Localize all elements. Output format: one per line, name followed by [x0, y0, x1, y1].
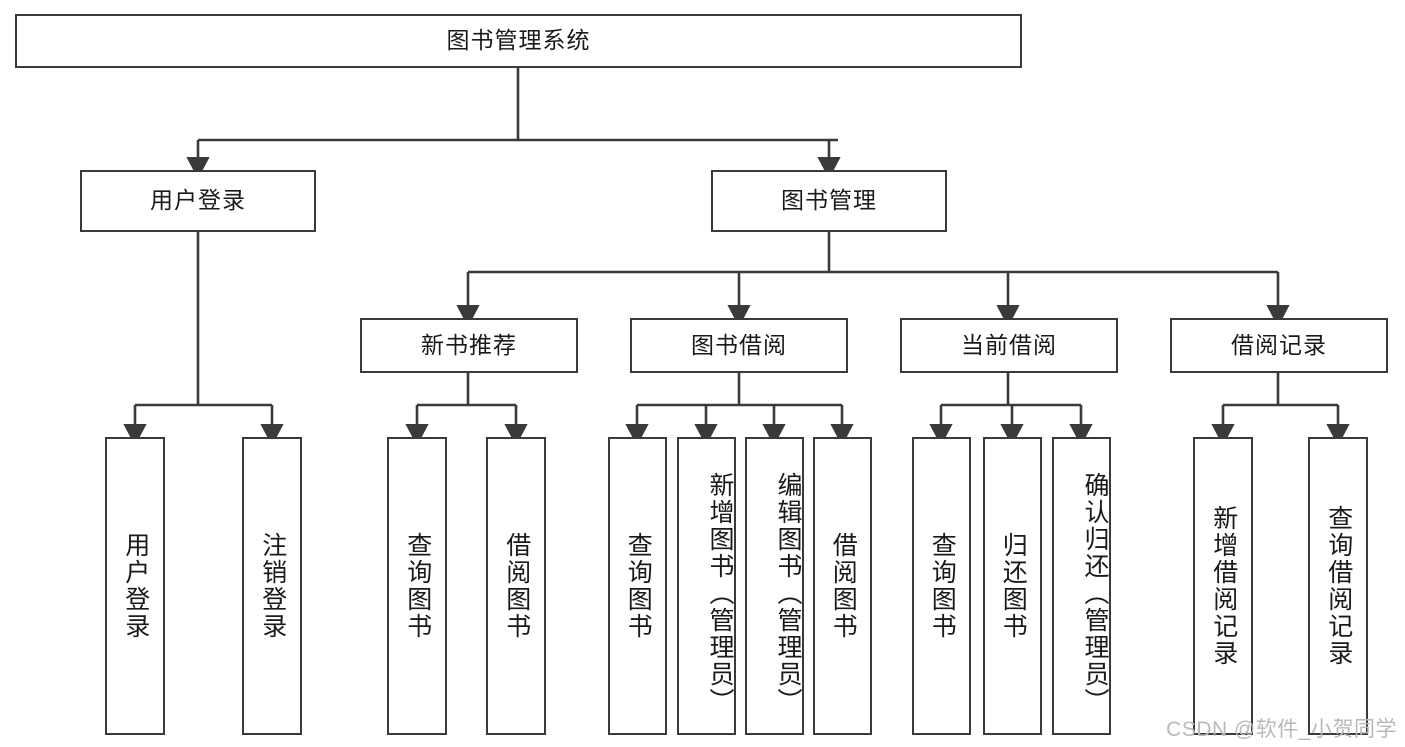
node-book-borrow[interactable]: 图书借阅 [630, 318, 848, 373]
node-new-book-rec[interactable]: 新书推荐 [360, 318, 578, 373]
node-leaf-return-book[interactable]: 归还图书 [983, 437, 1042, 735]
node-leaf-query-record[interactable]: 查询借阅记录 [1308, 437, 1368, 735]
node-leaf-borrow-book-2[interactable]: 借阅图书 [813, 437, 872, 735]
node-leaf-user-login[interactable]: 用户登录 [105, 437, 165, 735]
node-leaf-borrow-book-1[interactable]: 借阅图书 [486, 437, 546, 735]
node-root[interactable]: 图书管理系统 [15, 14, 1022, 68]
node-leaf-confirm-return[interactable]: 确认归还（管理员） [1052, 437, 1111, 735]
node-leaf-edit-book[interactable]: 编辑图书（管理员） [745, 437, 804, 735]
node-leaf-add-record[interactable]: 新增借阅记录 [1193, 437, 1253, 735]
node-borrow-record[interactable]: 借阅记录 [1170, 318, 1388, 373]
csdn-watermark: CSDN @软件_小贺同学 [1166, 718, 1397, 741]
node-leaf-add-book[interactable]: 新增图书（管理员） [677, 437, 736, 735]
node-current-borrow[interactable]: 当前借阅 [900, 318, 1118, 373]
node-leaf-query-book-1[interactable]: 查询图书 [387, 437, 447, 735]
node-leaf-user-logout[interactable]: 注销登录 [242, 437, 302, 735]
node-leaf-query-book-2[interactable]: 查询图书 [608, 437, 667, 735]
node-user-login[interactable]: 用户登录 [80, 170, 316, 232]
node-book-manage[interactable]: 图书管理 [711, 170, 947, 232]
node-leaf-query-book-3[interactable]: 查询图书 [912, 437, 971, 735]
